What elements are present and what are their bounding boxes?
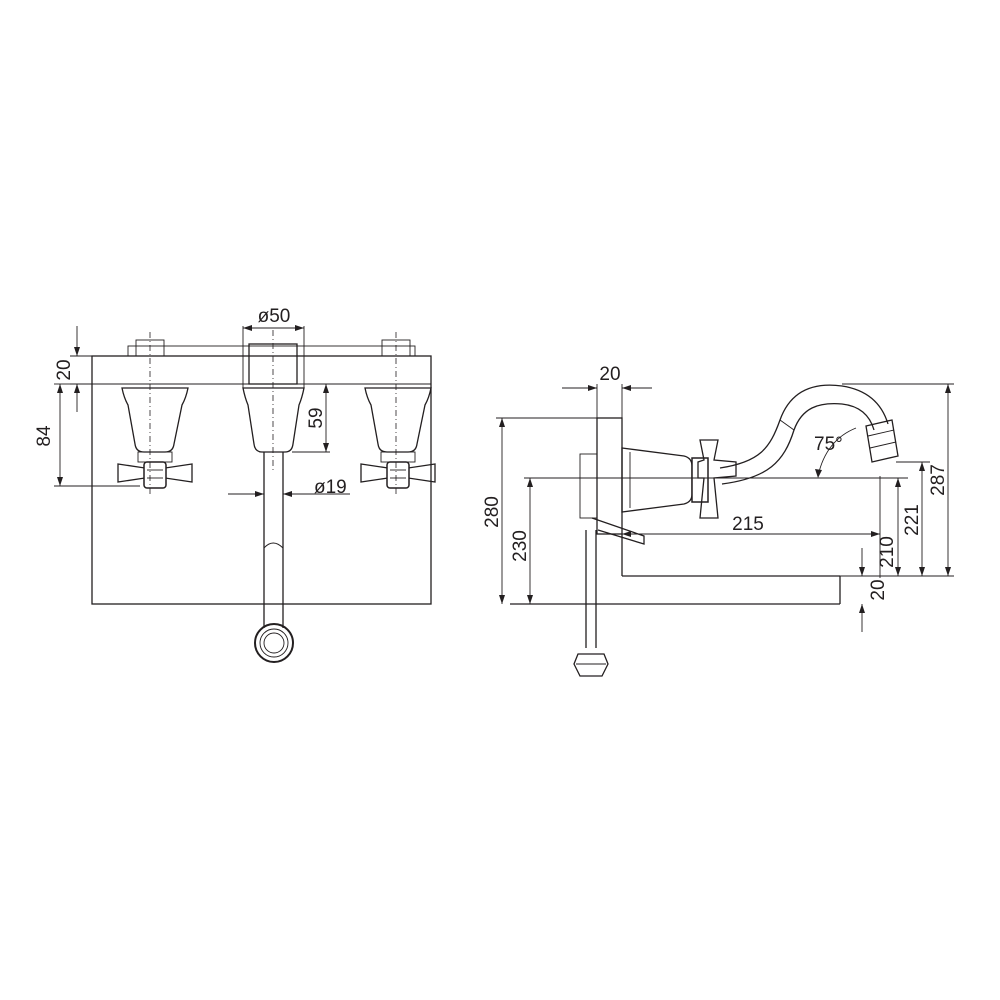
- dim-front-20: 20: [54, 326, 128, 412]
- dim-front-59-label: 59: [306, 407, 327, 428]
- front-top-bar: [127, 345, 416, 357]
- right-valve: [360, 339, 436, 489]
- dim-side-221-label: 221: [902, 504, 923, 536]
- dim-front-59: 59: [292, 383, 330, 453]
- side-spout: [719, 384, 899, 485]
- dim-side-280: 280: [482, 417, 597, 604]
- front-view: 20 84 ø50 59: [34, 306, 436, 663]
- side-valve: [621, 439, 737, 519]
- dim-side-75deg: 75°: [814, 427, 857, 478]
- dim-side-75deg-label: 75°: [814, 434, 843, 455]
- dim-side-20-plate: 20: [562, 364, 652, 418]
- front-spout: [242, 343, 305, 663]
- dim-front-84-label: 84: [34, 425, 55, 447]
- dim-front-20-label: 20: [54, 359, 75, 380]
- dim-side-210: 210: [840, 478, 906, 577]
- dim-side-20-bottom-label: 20: [868, 579, 889, 600]
- dim-side-230-label: 230: [510, 530, 531, 562]
- left-valve: [117, 339, 193, 489]
- dim-front-84: 84: [34, 383, 140, 487]
- dim-side-215: 215: [622, 476, 881, 578]
- dim-side-215-label: 215: [732, 514, 764, 535]
- dim-front-d19-label: ø19: [314, 477, 347, 498]
- dim-side-20-bottom: 20: [859, 548, 889, 632]
- dim-side-280-label: 280: [482, 496, 503, 528]
- dim-side-210-label: 210: [877, 536, 898, 568]
- front-wall-plate: [91, 355, 432, 605]
- dim-front-d19: ø19: [228, 477, 350, 498]
- dim-side-287-label: 287: [928, 464, 949, 496]
- side-wall-plate: [596, 417, 623, 535]
- dim-side-287: 287: [842, 383, 954, 577]
- dim-side-20-plate-label: 20: [599, 364, 620, 385]
- side-view: 20 75° 215 280 230: [482, 364, 954, 677]
- dim-side-221: 221: [896, 461, 930, 576]
- side-supply-hose: [573, 517, 645, 677]
- dim-side-230: 230: [510, 477, 908, 604]
- dim-front-d50-label: ø50: [258, 306, 291, 327]
- dim-front-d50: ø50: [242, 306, 305, 388]
